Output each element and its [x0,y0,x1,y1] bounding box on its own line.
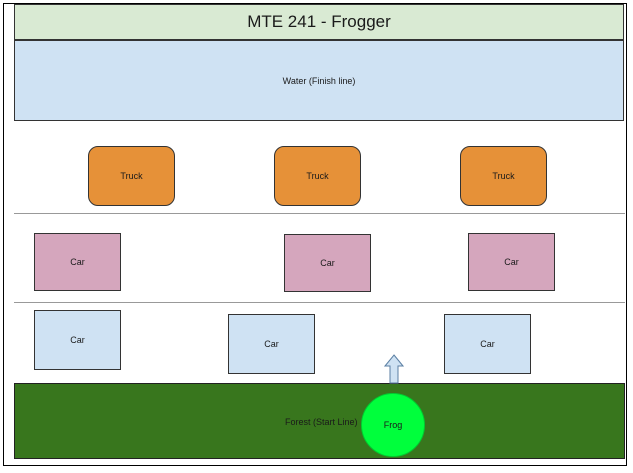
forest-label: Forest (Start Line) [285,417,358,427]
car-label: Car [70,335,85,345]
car-label: Car [320,258,335,268]
frog: Frog [361,393,425,457]
car-row2-2: Car [228,314,315,374]
car-row2-1: Car [34,310,121,370]
frog-label: Frog [383,420,403,430]
lane-divider-1 [14,213,625,214]
car-row1-3: Car [468,233,555,291]
car-row2-3: Car [444,314,531,374]
truck-1: Truck [88,146,175,206]
car-row1-2: Car [284,234,371,292]
water-finish-line: Water (Finish line) [14,40,624,121]
truck-3: Truck [460,146,547,206]
diagram-title: MTE 241 - Frogger [247,12,391,31]
water-label: Water (Finish line) [282,75,356,86]
truck-label: Truck [120,171,143,181]
title-bar: MTE 241 - Frogger [14,4,624,40]
car-label: Car [264,339,279,349]
car-label: Car [480,339,495,349]
truck-2: Truck [274,146,361,206]
car-row1-1: Car [34,233,121,291]
up-arrow-icon [384,354,404,384]
forest-start-line [14,383,625,459]
truck-label: Truck [492,171,515,181]
car-label: Car [70,257,85,267]
truck-label: Truck [306,171,329,181]
car-label: Car [504,257,519,267]
lane-divider-2 [14,302,625,303]
